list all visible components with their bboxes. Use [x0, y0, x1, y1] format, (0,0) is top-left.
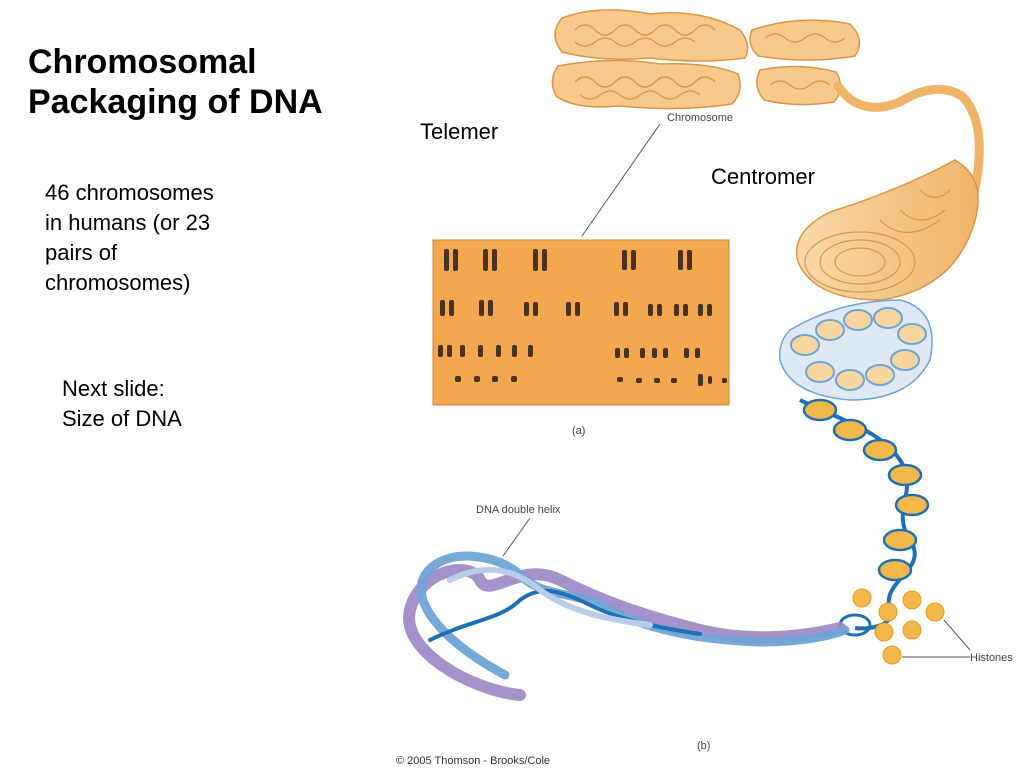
- slide-title-line-1: Chromosomal: [28, 43, 257, 81]
- chromosome-count-line-1: 46 chromosomes: [45, 180, 214, 205]
- histone-beads: [852, 588, 945, 665]
- telomere-note: Telemer: [420, 119, 499, 144]
- chromosome-count-line-3: pairs of: [45, 240, 118, 265]
- chromosome-lower-arm-right: [756, 65, 842, 106]
- helix-strand-light: [447, 566, 653, 628]
- copyright-text: © 2005 Thomson - Brooks/Cole: [396, 755, 550, 767]
- chromosome-count-line-2: in humans (or 23: [45, 210, 211, 235]
- chromosome-texture: [574, 24, 846, 100]
- slide-title-line-2: Packaging of DNA: [28, 83, 323, 121]
- dna-pointer-line: [502, 517, 531, 557]
- chromosome-count-line-4: chromosomes): [45, 270, 191, 295]
- solenoid-fiber: [778, 299, 933, 401]
- next-slide-line-2: Size of DNA: [62, 406, 182, 431]
- slide-title: Chromosomal Packaging of DNA: [28, 42, 388, 122]
- condensed-chromosome: [551, 9, 861, 110]
- karyotype-chromosomes: [438, 249, 727, 386]
- next-slide-line-1: Next slide:: [62, 376, 165, 401]
- coil-rings: [804, 189, 951, 293]
- helix-strand-blue: [416, 551, 850, 680]
- karyotype-panel: [432, 239, 730, 406]
- chromosome-pointer-line: [581, 123, 661, 237]
- panel-b-label: (b): [697, 740, 710, 752]
- chromosome-figure-label: Chromosome: [667, 112, 733, 124]
- chromosome-lower-arm: [551, 59, 741, 110]
- dna-double-helix: [403, 551, 850, 701]
- chromosome-upper-arm-right: [749, 19, 861, 61]
- histones-pointer-line-1: [943, 619, 971, 651]
- centromere-note: Centromer: [711, 164, 815, 189]
- dna-helix-label: DNA double helix: [476, 504, 561, 516]
- histones-label: Histones: [970, 652, 1013, 664]
- chromosome-count-text: 46 chromosomes in humans (or 23 pairs of…: [45, 178, 214, 298]
- coiled-fiber-cone: [796, 159, 979, 301]
- panel-a-label: (a): [572, 425, 585, 437]
- chromosome-upper-arm: [554, 9, 749, 62]
- next-slide-text: Next slide: Size of DNA: [62, 374, 182, 434]
- helix-strand-purple: [403, 564, 846, 701]
